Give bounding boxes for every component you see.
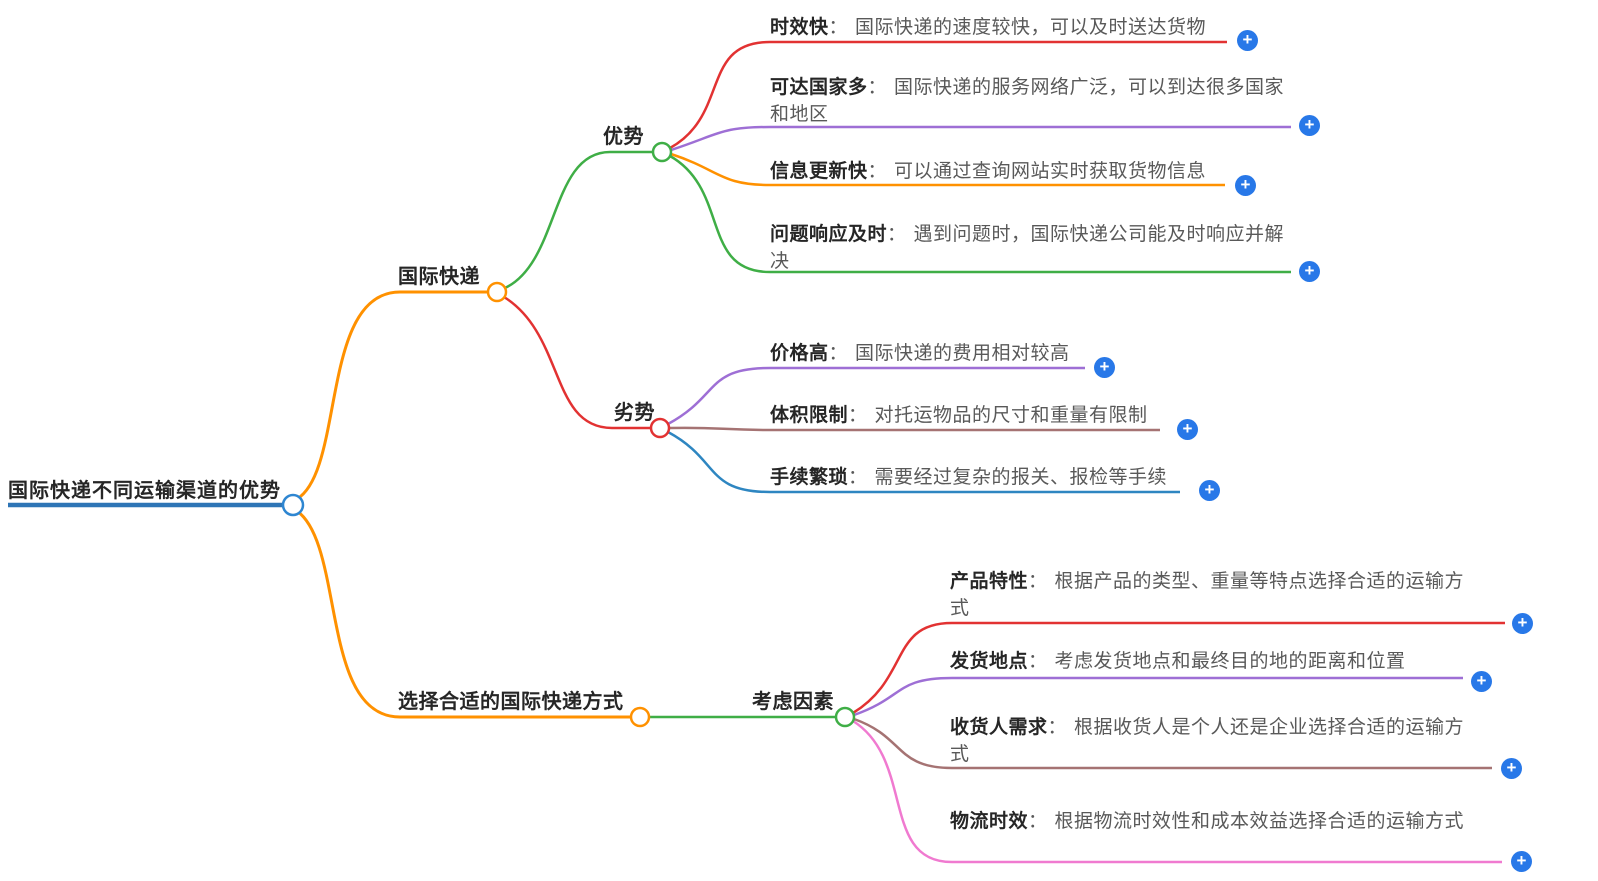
colon: ： — [828, 343, 849, 364]
leaf-desc: 对托运物品的尺寸和重量有限制 — [874, 405, 1148, 426]
add-node-button[interactable]: + — [1094, 357, 1115, 378]
edge-factors-1 — [852, 621, 1505, 715]
plus-icon: + — [1506, 758, 1517, 777]
plus-icon: + — [1517, 613, 1528, 632]
leaf-desc: 国际快递的速度较快，可以及时送达货物 — [855, 17, 1207, 38]
leaf-term: 体积限制 — [770, 405, 849, 426]
edge-factors-3 — [853, 717, 1492, 770]
plus-icon: + — [1476, 671, 1487, 690]
leaf-desc: 根据物流时效性和成本效益选择合适的运输方式 — [1054, 811, 1465, 832]
edge-factors-4 — [852, 719, 1502, 864]
colon: ： — [848, 467, 868, 488]
leaf-desc: 需要经过复杂的报关、报检等手续 — [874, 467, 1168, 488]
leaf-term: 产品特性 — [950, 571, 1029, 592]
leaf-node-timeliness[interactable]: 时效快： 国际快递的速度较快，可以及时送达货物 — [770, 14, 1240, 41]
colon: ： — [1047, 717, 1068, 738]
leaf-node-many-countries[interactable]: 可达国家多：国际快递的服务网络广泛，可以到达很多国家和地区 — [770, 74, 1286, 128]
add-node-button[interactable]: + — [1237, 30, 1258, 51]
leaf-term: 价格高 — [770, 343, 829, 364]
plus-icon: + — [1516, 851, 1527, 870]
leaf-term: 物流时效 — [950, 811, 1029, 832]
plus-icon: + — [1242, 30, 1253, 49]
leaf-node-info-updates[interactable]: 信息更新快： 可以通过查询网站实时获取货物信息 — [770, 158, 1240, 185]
add-node-button[interactable]: + — [1501, 758, 1522, 779]
branch-node-advantages[interactable]: 优势 — [603, 126, 644, 148]
add-node-button[interactable]: + — [1511, 851, 1532, 872]
edge-advantage-3 — [670, 152, 1225, 187]
colon: ： — [1028, 811, 1048, 832]
add-node-button[interactable]: + — [1177, 419, 1198, 440]
edge-advantage-4 — [669, 154, 1291, 274]
leaf-node-product-traits[interactable]: 产品特性：根据产品的类型、重量等特点选择合适的运输方式 — [950, 568, 1466, 622]
edge-root-branch1 — [296, 290, 487, 501]
leaf-node-quick-response[interactable]: 问题响应及时：遇到问题时，国际快递公司能及时响应并解决 — [770, 221, 1286, 275]
leaf-desc: 根据收货人是个人还是企业选择合适的运输方式 — [950, 717, 1465, 765]
plus-icon: + — [1304, 261, 1315, 280]
leaf-term: 时效快 — [770, 17, 829, 38]
leaf-desc: 根据产品的类型、重量等特点选择合适的运输方式 — [950, 571, 1465, 619]
colon: ： — [1028, 571, 1048, 592]
add-node-button[interactable]: + — [1299, 115, 1320, 136]
toggle-advantages[interactable] — [651, 141, 673, 163]
edge-root-branch2 — [296, 509, 630, 719]
leaf-desc: 考虑发货地点和最终目的地的距离和位置 — [1054, 651, 1406, 672]
edge-branch1-disadvantage — [503, 295, 650, 430]
branch-node-factors[interactable]: 考虑因素 — [752, 691, 834, 713]
toggle-international-express[interactable] — [486, 281, 508, 303]
leaf-desc: 可以通过查询网站实时获取货物信息 — [894, 161, 1207, 182]
colon: ： — [828, 17, 849, 38]
add-node-button[interactable]: + — [1235, 175, 1256, 196]
leaf-node-ship-location[interactable]: 发货地点： 考虑发货地点和最终目的地的距离和位置 — [950, 648, 1450, 675]
plus-icon: + — [1099, 357, 1110, 376]
add-node-button[interactable]: + — [1299, 261, 1320, 282]
add-node-button[interactable]: + — [1199, 480, 1220, 501]
edge-factors-2 — [853, 676, 1463, 717]
branch-node-international-express[interactable]: 国际快递 — [398, 266, 480, 288]
plus-icon: + — [1204, 480, 1215, 499]
edge-advantage-1 — [669, 40, 1227, 150]
edge-disadvantage-1 — [667, 366, 1085, 426]
toggle-root[interactable] — [281, 493, 305, 517]
colon: ： — [867, 161, 888, 182]
edge-disadvantage-2 — [668, 426, 1160, 432]
edge-branch1-advantage — [504, 150, 652, 290]
leaf-node-complex-procedures[interactable]: 手续繁琐： 需要经过复杂的报关、报检等手续 — [770, 464, 1210, 491]
root-node[interactable]: 国际快递不同运输渠道的优势 — [8, 480, 281, 502]
leaf-term: 问题响应及时 — [770, 224, 888, 245]
leaf-node-volume-limit[interactable]: 体积限制： 对托运物品的尺寸和重量有限制 — [770, 402, 1190, 429]
leaf-node-high-price[interactable]: 价格高： 国际快递的费用相对较高 — [770, 340, 1110, 367]
leaf-desc: 遇到问题时，国际快递公司能及时响应并解决 — [770, 224, 1285, 272]
add-node-button[interactable]: + — [1512, 613, 1533, 634]
toggle-disadvantages[interactable] — [649, 417, 671, 439]
colon: ： — [848, 405, 868, 426]
plus-icon: + — [1182, 419, 1193, 438]
colon: ： — [887, 224, 907, 245]
plus-icon: + — [1240, 175, 1251, 194]
branch-node-choose-method[interactable]: 选择合适的国际快递方式 — [398, 691, 624, 713]
edge-disadvantage-3 — [667, 430, 1180, 494]
toggle-factors[interactable] — [834, 706, 856, 728]
leaf-term: 信息更新快 — [770, 161, 868, 182]
leaf-node-recipient-needs[interactable]: 收货人需求：根据收货人是个人还是企业选择合适的运输方式 — [950, 714, 1466, 768]
colon: ： — [867, 77, 888, 98]
toggle-choose-method[interactable] — [629, 706, 651, 728]
leaf-desc: 国际快递的费用相对较高 — [855, 343, 1070, 364]
colon: ： — [1028, 651, 1048, 672]
leaf-term: 发货地点 — [950, 651, 1029, 672]
leaf-term: 收货人需求 — [950, 717, 1048, 738]
leaf-term: 手续繁琐 — [770, 467, 849, 488]
leaf-desc: 国际快递的服务网络广泛，可以到达很多国家和地区 — [770, 77, 1285, 125]
leaf-node-logistics-timeliness[interactable]: 物流时效： 根据物流时效性和成本效益选择合适的运输方式 — [950, 808, 1466, 835]
leaf-term: 可达国家多 — [770, 77, 868, 98]
edge-advantage-2 — [670, 125, 1291, 152]
branch-node-disadvantages[interactable]: 劣势 — [614, 402, 655, 424]
add-node-button[interactable]: + — [1471, 671, 1492, 692]
plus-icon: + — [1304, 115, 1315, 134]
